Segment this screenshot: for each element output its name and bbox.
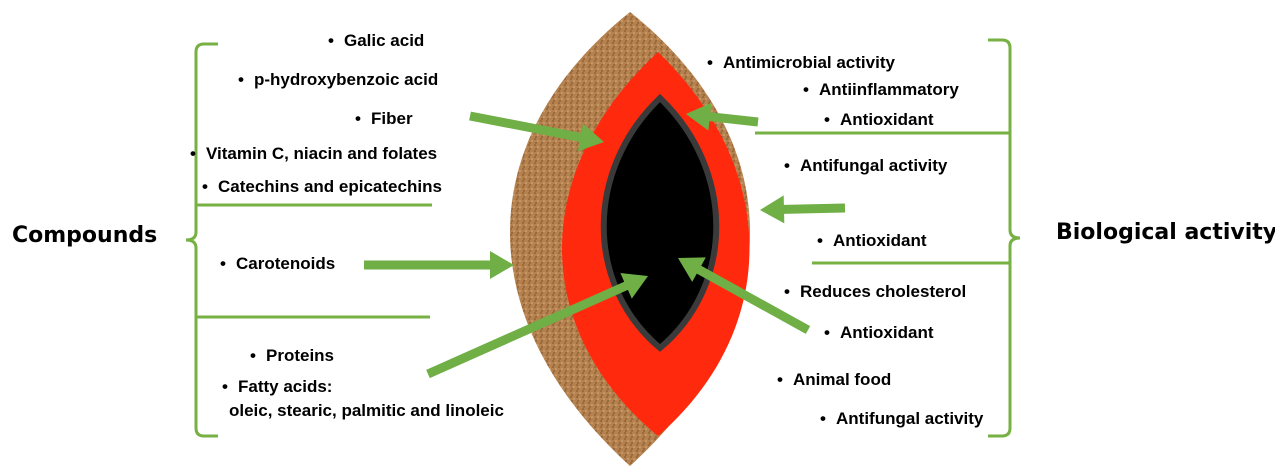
compound-item: •Fiber [355,109,413,129]
compound-item: •Vitamin C, niacin and folates [190,144,437,164]
biological-activity-title: Biological activity [1056,220,1275,245]
compound-item: •Fatty acids: [222,377,332,397]
activity-item: •Antiinflammatory [803,80,959,100]
activity-item: •Antioxidant [824,110,934,130]
compound-item: •p-hydroxybenzoic acid [238,70,438,90]
activity-item: •Antioxidant [824,323,934,343]
activity-item: •Antifungal activity [784,156,947,176]
activity-item: •Reduces cholesterol [784,282,966,302]
compound-item-continuation: oleic, stearic, palmitic and linoleic [229,401,504,421]
compound-item: •Carotenoids [220,254,335,274]
compound-item: •Proteins [250,346,334,366]
activity-item: •Antimicrobial activity [707,53,895,73]
compound-item: •Galic acid [328,31,424,51]
right-bracket [988,40,1020,436]
activity-item: •Antioxidant [817,231,927,251]
left-bracket [186,44,218,436]
activity-item: •Antifungal activity [820,409,983,429]
arrow [760,195,845,223]
arrow [364,251,514,279]
compounds-title: Compounds [12,223,157,248]
activity-item: •Animal food [777,370,891,390]
compound-item: •Catechins and epicatechins [202,177,442,197]
